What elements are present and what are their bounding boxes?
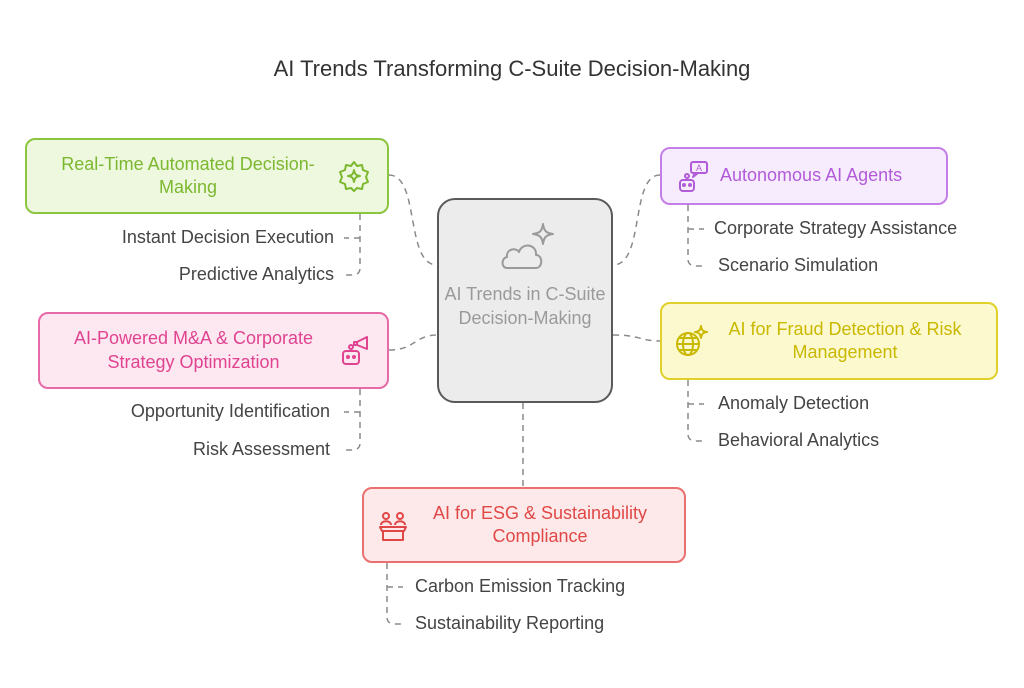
- connector-center-agents: [612, 174, 661, 266]
- node-realtime-label: Real-Time Automated Decision-Making: [61, 153, 315, 197]
- connector-center-mna: [388, 334, 438, 351]
- connector-agents-items: [687, 205, 704, 267]
- node-fraud-risk: AI for Fraud Detection & Risk Management: [660, 302, 998, 380]
- node-mna-label: AI-Powered M&A & Corporate Strategy Opti…: [73, 328, 314, 372]
- item-scenario-simulation: Scenario Simulation: [718, 255, 879, 275]
- node-agents-label: Autonomous AI Agents: [720, 165, 903, 186]
- node-esg-label: AI for ESG & Sustainability Compliance: [432, 502, 648, 546]
- connector-fraud-items: [687, 380, 704, 442]
- connector-realtime-items: [344, 214, 361, 276]
- connector-mna-items: [344, 389, 361, 451]
- robot-chat-icon: A: [679, 161, 708, 192]
- globe-sparkle-icon: [676, 325, 708, 356]
- node-autonomous-agents: A Autonomous AI Agents: [660, 147, 948, 205]
- svg-text:A: A: [696, 163, 702, 173]
- node-mna-strategy: AI-Powered M&A & Corporate Strategy Opti…: [38, 312, 389, 389]
- center-node: AI Trends in C-Suite Decision-Making: [437, 198, 613, 403]
- cloud-sparkle-icon: [501, 223, 554, 269]
- robot-megaphone-icon: [342, 335, 368, 365]
- diagram-title: AI Trends Transforming C-Suite Decision-…: [273, 56, 751, 81]
- item-predictive-analytics: Predictive Analytics: [178, 264, 334, 284]
- item-corporate-strategy-assistance: Corporate Strategy Assistance: [714, 218, 958, 238]
- connector-esg-items: [386, 563, 403, 625]
- center-label: AI Trends in C-Suite Decision-Making: [444, 284, 606, 329]
- node-realtime-decision: Real-Time Automated Decision-Making: [25, 138, 389, 214]
- connector-center-realtime: [388, 174, 438, 266]
- gear-sparkle-icon: [339, 161, 369, 192]
- people-box-icon: [379, 512, 407, 541]
- item-behavioral-analytics: Behavioral Analytics: [718, 430, 880, 450]
- item-sustainability-reporting: Sustainability Reporting: [415, 613, 605, 633]
- item-instant-decision-execution: Instant Decision Execution: [121, 227, 334, 247]
- item-risk-assessment: Risk Assessment: [192, 439, 330, 459]
- node-esg-compliance: AI for ESG & Sustainability Compliance: [362, 487, 686, 563]
- item-carbon-emission-tracking: Carbon Emission Tracking: [415, 576, 626, 596]
- node-fraud-label: AI for Fraud Detection & Risk Management: [728, 318, 962, 362]
- item-opportunity-identification: Opportunity Identification: [130, 401, 330, 421]
- item-anomaly-detection: Anomaly Detection: [718, 393, 870, 413]
- connector-center-fraud: [612, 334, 661, 342]
